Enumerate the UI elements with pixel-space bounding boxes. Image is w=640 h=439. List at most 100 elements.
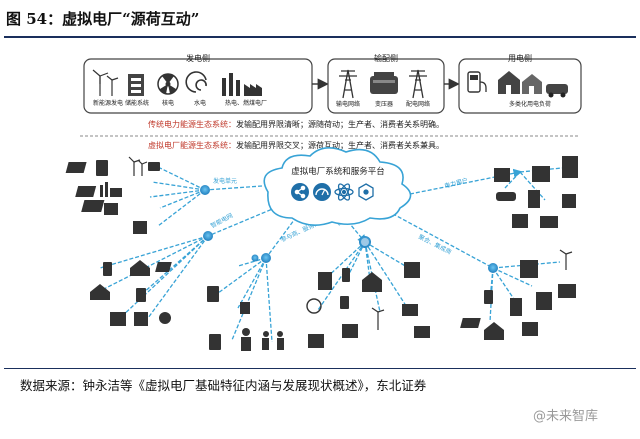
- vpp-cloud: 虚拟电厂系统和服务平台: [263, 147, 412, 226]
- transmission-item-label: 配电网络: [406, 100, 430, 108]
- solar-panel-icon: [460, 318, 481, 328]
- distribution-tower-icon: [409, 69, 427, 99]
- share-icon: [291, 183, 309, 201]
- generation-title: 发电侧: [186, 53, 210, 63]
- top-rule: [4, 36, 636, 38]
- wind-turbine-icon: [92, 69, 119, 96]
- vpp-ecosystem-line: 虚拟电厂能源生态系统：发输配用界限交叉；源荷互动；生产者、消费者关系兼具。: [148, 140, 444, 150]
- user-cluster: [494, 156, 578, 228]
- building-icon: [134, 312, 148, 326]
- house-icon: [130, 260, 150, 276]
- house-icon: [484, 322, 504, 340]
- building-icon: [318, 272, 332, 290]
- building-icon: [494, 168, 510, 182]
- generation-item-label: 热电、燃煤电厂: [225, 99, 267, 107]
- building-icon: [512, 214, 528, 228]
- participant-cluster: [155, 262, 284, 351]
- traditional-ecosystem-line: 传统电力能源生态系统：发输配用界限清晰；源随荷动；生产者、消费者关系明确。: [148, 119, 444, 129]
- wind-turbine-icon: [559, 249, 573, 270]
- atom-icon: [334, 183, 354, 201]
- house-icon: [362, 272, 382, 292]
- generation-item-label: 核电: [162, 99, 174, 107]
- document-icon: [207, 286, 219, 302]
- building-icon: [562, 156, 578, 178]
- building-icon: [308, 334, 324, 348]
- building-icon: [562, 194, 576, 208]
- battery-storage-icon: [133, 221, 147, 234]
- hub-node: [488, 263, 498, 273]
- solar-panel-icon: [65, 162, 87, 173]
- meter-cluster: [306, 238, 430, 348]
- person-icon: [241, 337, 251, 351]
- traditional-ecosystem-name: 传统电力能源生态系统：: [148, 119, 236, 129]
- link-label: 电力用户: [443, 176, 468, 190]
- battery-icon: [522, 322, 538, 336]
- vpp-diagram: 发电侧 新能源发电 储能系统 核电 水电: [65, 53, 582, 351]
- traditional-ecosystem-desc: 发输配用界限清晰；源随荷动；生产者、消费者关系明确。: [236, 119, 444, 129]
- generation-item-label: 新能源发电: [93, 99, 123, 107]
- hub-node: [200, 185, 210, 195]
- hub-node: [261, 253, 271, 263]
- battery-storage-icon: [128, 74, 144, 96]
- generation-item-label: 水电: [194, 99, 206, 107]
- building-icon: [536, 292, 552, 310]
- house-icon: [498, 71, 568, 98]
- generation-box: 发电侧 新能源发电 储能系统 核电 水电: [83, 53, 313, 114]
- consumption-item-label: 多类化用电负荷: [509, 100, 551, 108]
- grid-cluster: [90, 260, 171, 326]
- solar-panel-icon: [155, 262, 172, 272]
- building-icon: [342, 324, 358, 338]
- vpp-ecosystem-desc: 发输配用界限交叉；源荷互动；生产者、消费者关系兼具。: [236, 140, 444, 150]
- battery-icon: [340, 296, 349, 309]
- satellite-dish-icon: [361, 238, 369, 246]
- battery-icon: [342, 268, 350, 282]
- nuclear-icon: [157, 73, 179, 95]
- gauge-icon: [313, 183, 331, 201]
- transmission-title: 输配侧: [374, 53, 398, 63]
- building-icon: [540, 216, 558, 228]
- handshake-icon: [262, 331, 284, 350]
- car-icon: [496, 192, 516, 201]
- vpp-center-label: 虚拟电厂系统和服务平台: [291, 166, 385, 177]
- transmission-tower-icon: [339, 69, 357, 99]
- vpp-ecosystem-name: 虚拟电厂能源生态系统：: [148, 140, 236, 150]
- wind-turbine-icon: [371, 307, 385, 330]
- battery-storage-icon: [110, 312, 126, 326]
- figure-title: 图 54：虚拟电厂“源荷互动”: [6, 10, 200, 28]
- hydro-icon: [185, 71, 207, 93]
- battery-icon: [148, 162, 160, 171]
- aggregator-cluster: [460, 249, 576, 340]
- solar-panel-icon: [81, 200, 105, 212]
- link-label: 聚合、集成商: [417, 233, 453, 256]
- watermark: @未来智库: [533, 409, 599, 424]
- thermal-plant-icon: [100, 182, 122, 197]
- bottom-rule: [4, 368, 636, 369]
- ev-charger-icon: [467, 71, 487, 93]
- building-icon: [402, 304, 418, 316]
- person-icon: [240, 302, 250, 314]
- transmission-item-label: 输电网络: [336, 100, 360, 108]
- generation-cluster: [65, 156, 160, 234]
- ev-charger-icon: [103, 262, 112, 276]
- transmission-item-label: 变压器: [375, 100, 393, 108]
- link-label: 发电单元: [213, 177, 237, 185]
- document-icon: [209, 334, 221, 350]
- building-icon: [558, 284, 576, 298]
- wind-turbine-icon: [128, 156, 148, 176]
- factory-icon: [414, 326, 430, 338]
- transmission-box: 输配侧 输电网络 变压器 配电网络: [327, 53, 445, 114]
- house-icon: [90, 284, 110, 300]
- thermal-plant-icon: [222, 73, 262, 96]
- building-icon: [404, 262, 420, 278]
- fuel-pump-icon: [510, 298, 522, 316]
- battery-icon: [484, 290, 493, 304]
- generation-item-label: 储能系统: [125, 99, 149, 107]
- solar-panel-icon: [75, 186, 97, 197]
- transformer-icon: [370, 72, 398, 94]
- hexagon-network-icon: [358, 183, 374, 201]
- figure-source: 数据来源：钟永洁等《虚拟电厂基础特征内涵与发展现状概述》，东北证券: [20, 378, 427, 393]
- lightbulb-icon: [159, 312, 171, 324]
- ev-charger-icon: [136, 288, 146, 302]
- battery-storage-icon: [96, 160, 108, 176]
- hub-node: [251, 254, 259, 262]
